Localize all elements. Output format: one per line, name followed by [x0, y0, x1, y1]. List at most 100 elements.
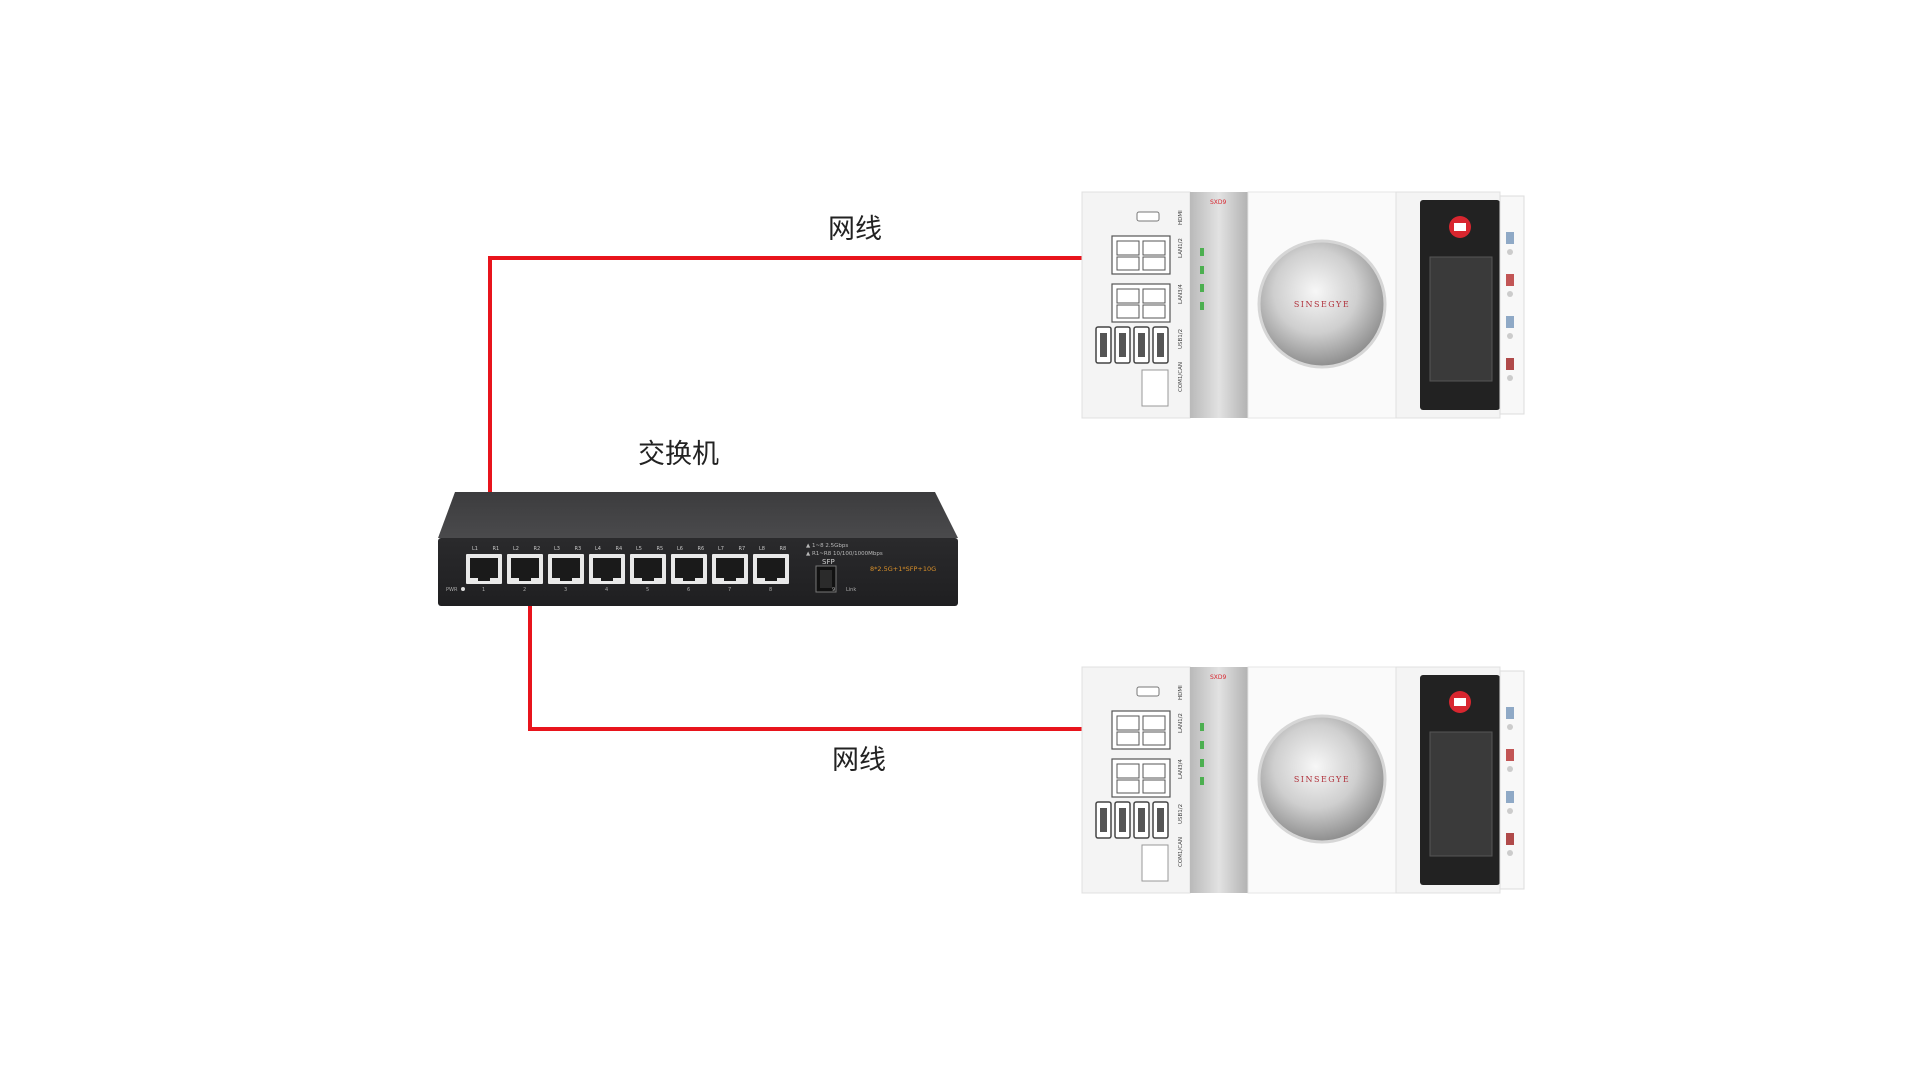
terminal-clamp[interactable]	[1506, 791, 1514, 803]
rj45-socket	[593, 558, 621, 578]
switch-pwr-label: PWR	[446, 587, 458, 593]
usb-tongue	[1100, 333, 1107, 357]
rj45-latch	[683, 576, 695, 581]
terminal-screw	[1507, 375, 1513, 381]
lan-socket	[1116, 304, 1140, 319]
switch-port-label: R2	[534, 546, 541, 552]
usb-tongue	[1119, 808, 1126, 832]
switch-port-label: L3	[554, 546, 560, 552]
lan-socket	[1142, 240, 1166, 256]
side-port-label: LAN1/2	[1178, 713, 1184, 733]
status-led	[1200, 284, 1204, 292]
terminal-clamp[interactable]	[1506, 707, 1514, 719]
switch-sfp-speed: 8*2.5G+1*SFP+10G	[870, 565, 936, 573]
side-port-label: LAN3/4	[1178, 284, 1184, 304]
switch-link-label: Link	[846, 587, 856, 593]
switch-port-label: R8	[780, 546, 787, 552]
switch-port-number: 8	[769, 587, 772, 593]
display-screen	[1429, 731, 1493, 857]
lan-socket	[1116, 715, 1140, 731]
rj45-socket	[716, 558, 744, 578]
status-led	[1200, 777, 1204, 785]
logo-mark	[1454, 223, 1466, 231]
switch-port-number: 6	[687, 587, 690, 593]
switch-port-label: L1	[472, 546, 478, 552]
status-led	[1200, 302, 1204, 310]
rj45-latch	[765, 576, 777, 581]
terminal-screw	[1507, 333, 1513, 339]
terminal-screw	[1507, 850, 1513, 856]
switch-port-number: 5	[646, 587, 649, 593]
switch-port-label: L5	[636, 546, 642, 552]
lan-socket	[1142, 256, 1166, 271]
side-port-label: HDMI	[1178, 685, 1184, 700]
side-port-label: LAN3/4	[1178, 759, 1184, 779]
lan-socket	[1116, 240, 1140, 256]
rj45-latch	[519, 576, 531, 581]
hdmi-port[interactable]	[1136, 686, 1160, 697]
terminal-clamp[interactable]	[1506, 749, 1514, 761]
rj45-socket	[675, 558, 703, 578]
switch-port-label: R5	[657, 546, 664, 552]
lan-socket	[1116, 288, 1140, 304]
switch-port-group	[466, 554, 789, 584]
label-switch: 交换机	[638, 439, 719, 470]
switch-port-label: L4	[595, 546, 601, 552]
rj45-socket	[757, 558, 785, 578]
label-cable-bottom: 网线	[832, 745, 886, 776]
terminal-clamp[interactable]	[1506, 232, 1514, 244]
switch-port-label: L6	[677, 546, 683, 552]
lan-socket	[1142, 288, 1166, 304]
side-port-label: USB1/2	[1178, 804, 1184, 824]
com-can-port[interactable]	[1141, 844, 1169, 882]
model-tag: SXD9	[1210, 674, 1227, 681]
terminal-clamp[interactable]	[1506, 274, 1514, 286]
display-screen	[1429, 256, 1493, 382]
usb-tongue	[1157, 333, 1164, 357]
switch-port-number: 2	[523, 587, 526, 593]
status-led	[1200, 248, 1204, 256]
side-port-label: LAN1/2	[1178, 238, 1184, 258]
switch-spec-line2: ▲ R1~R8 10/100/1000Mbps	[806, 551, 883, 557]
lan-socket	[1116, 731, 1140, 746]
usb-tongue	[1138, 808, 1145, 832]
switch-pwr-led	[461, 587, 465, 591]
hdmi-port[interactable]	[1136, 211, 1160, 222]
rj45-socket	[511, 558, 539, 578]
side-port-label: COM1/CAN	[1178, 837, 1184, 867]
terminal-clamp[interactable]	[1506, 316, 1514, 328]
sfp-cage	[820, 570, 832, 588]
com-can-port[interactable]	[1141, 369, 1169, 407]
switch-port-number: 4	[605, 587, 608, 593]
switch-port-label: R1	[493, 546, 500, 552]
terminal-screw	[1507, 724, 1513, 730]
rj45-socket	[470, 558, 498, 578]
lan-socket	[1142, 304, 1166, 319]
terminal-clamp[interactable]	[1506, 833, 1514, 845]
terminal-clamp[interactable]	[1506, 358, 1514, 370]
switch-port-label: R4	[616, 546, 623, 552]
switch-port-label: R7	[739, 546, 746, 552]
brand-name: SINSEGYE	[1294, 775, 1350, 784]
switch-port-label: L2	[513, 546, 519, 552]
switch-sfp-label: SFP	[822, 558, 835, 566]
lan-socket	[1142, 731, 1166, 746]
usb-tongue	[1138, 333, 1145, 357]
controller-top: HDMILAN1/2LAN3/4USB1/2COM1/CANSXD9SINSEG…	[1081, 191, 1525, 419]
rj45-socket	[634, 558, 662, 578]
metal-strip	[1190, 667, 1248, 893]
model-tag: SXD9	[1210, 199, 1227, 206]
side-port-label: COM1/CAN	[1178, 362, 1184, 392]
status-led	[1200, 759, 1204, 767]
label-cable-top: 网线	[828, 214, 882, 245]
usb-tongue	[1119, 333, 1126, 357]
rj45-latch	[478, 576, 490, 581]
switch-top-face	[438, 492, 958, 538]
switch-port-number: 1	[482, 587, 485, 593]
lan-socket	[1142, 779, 1166, 794]
